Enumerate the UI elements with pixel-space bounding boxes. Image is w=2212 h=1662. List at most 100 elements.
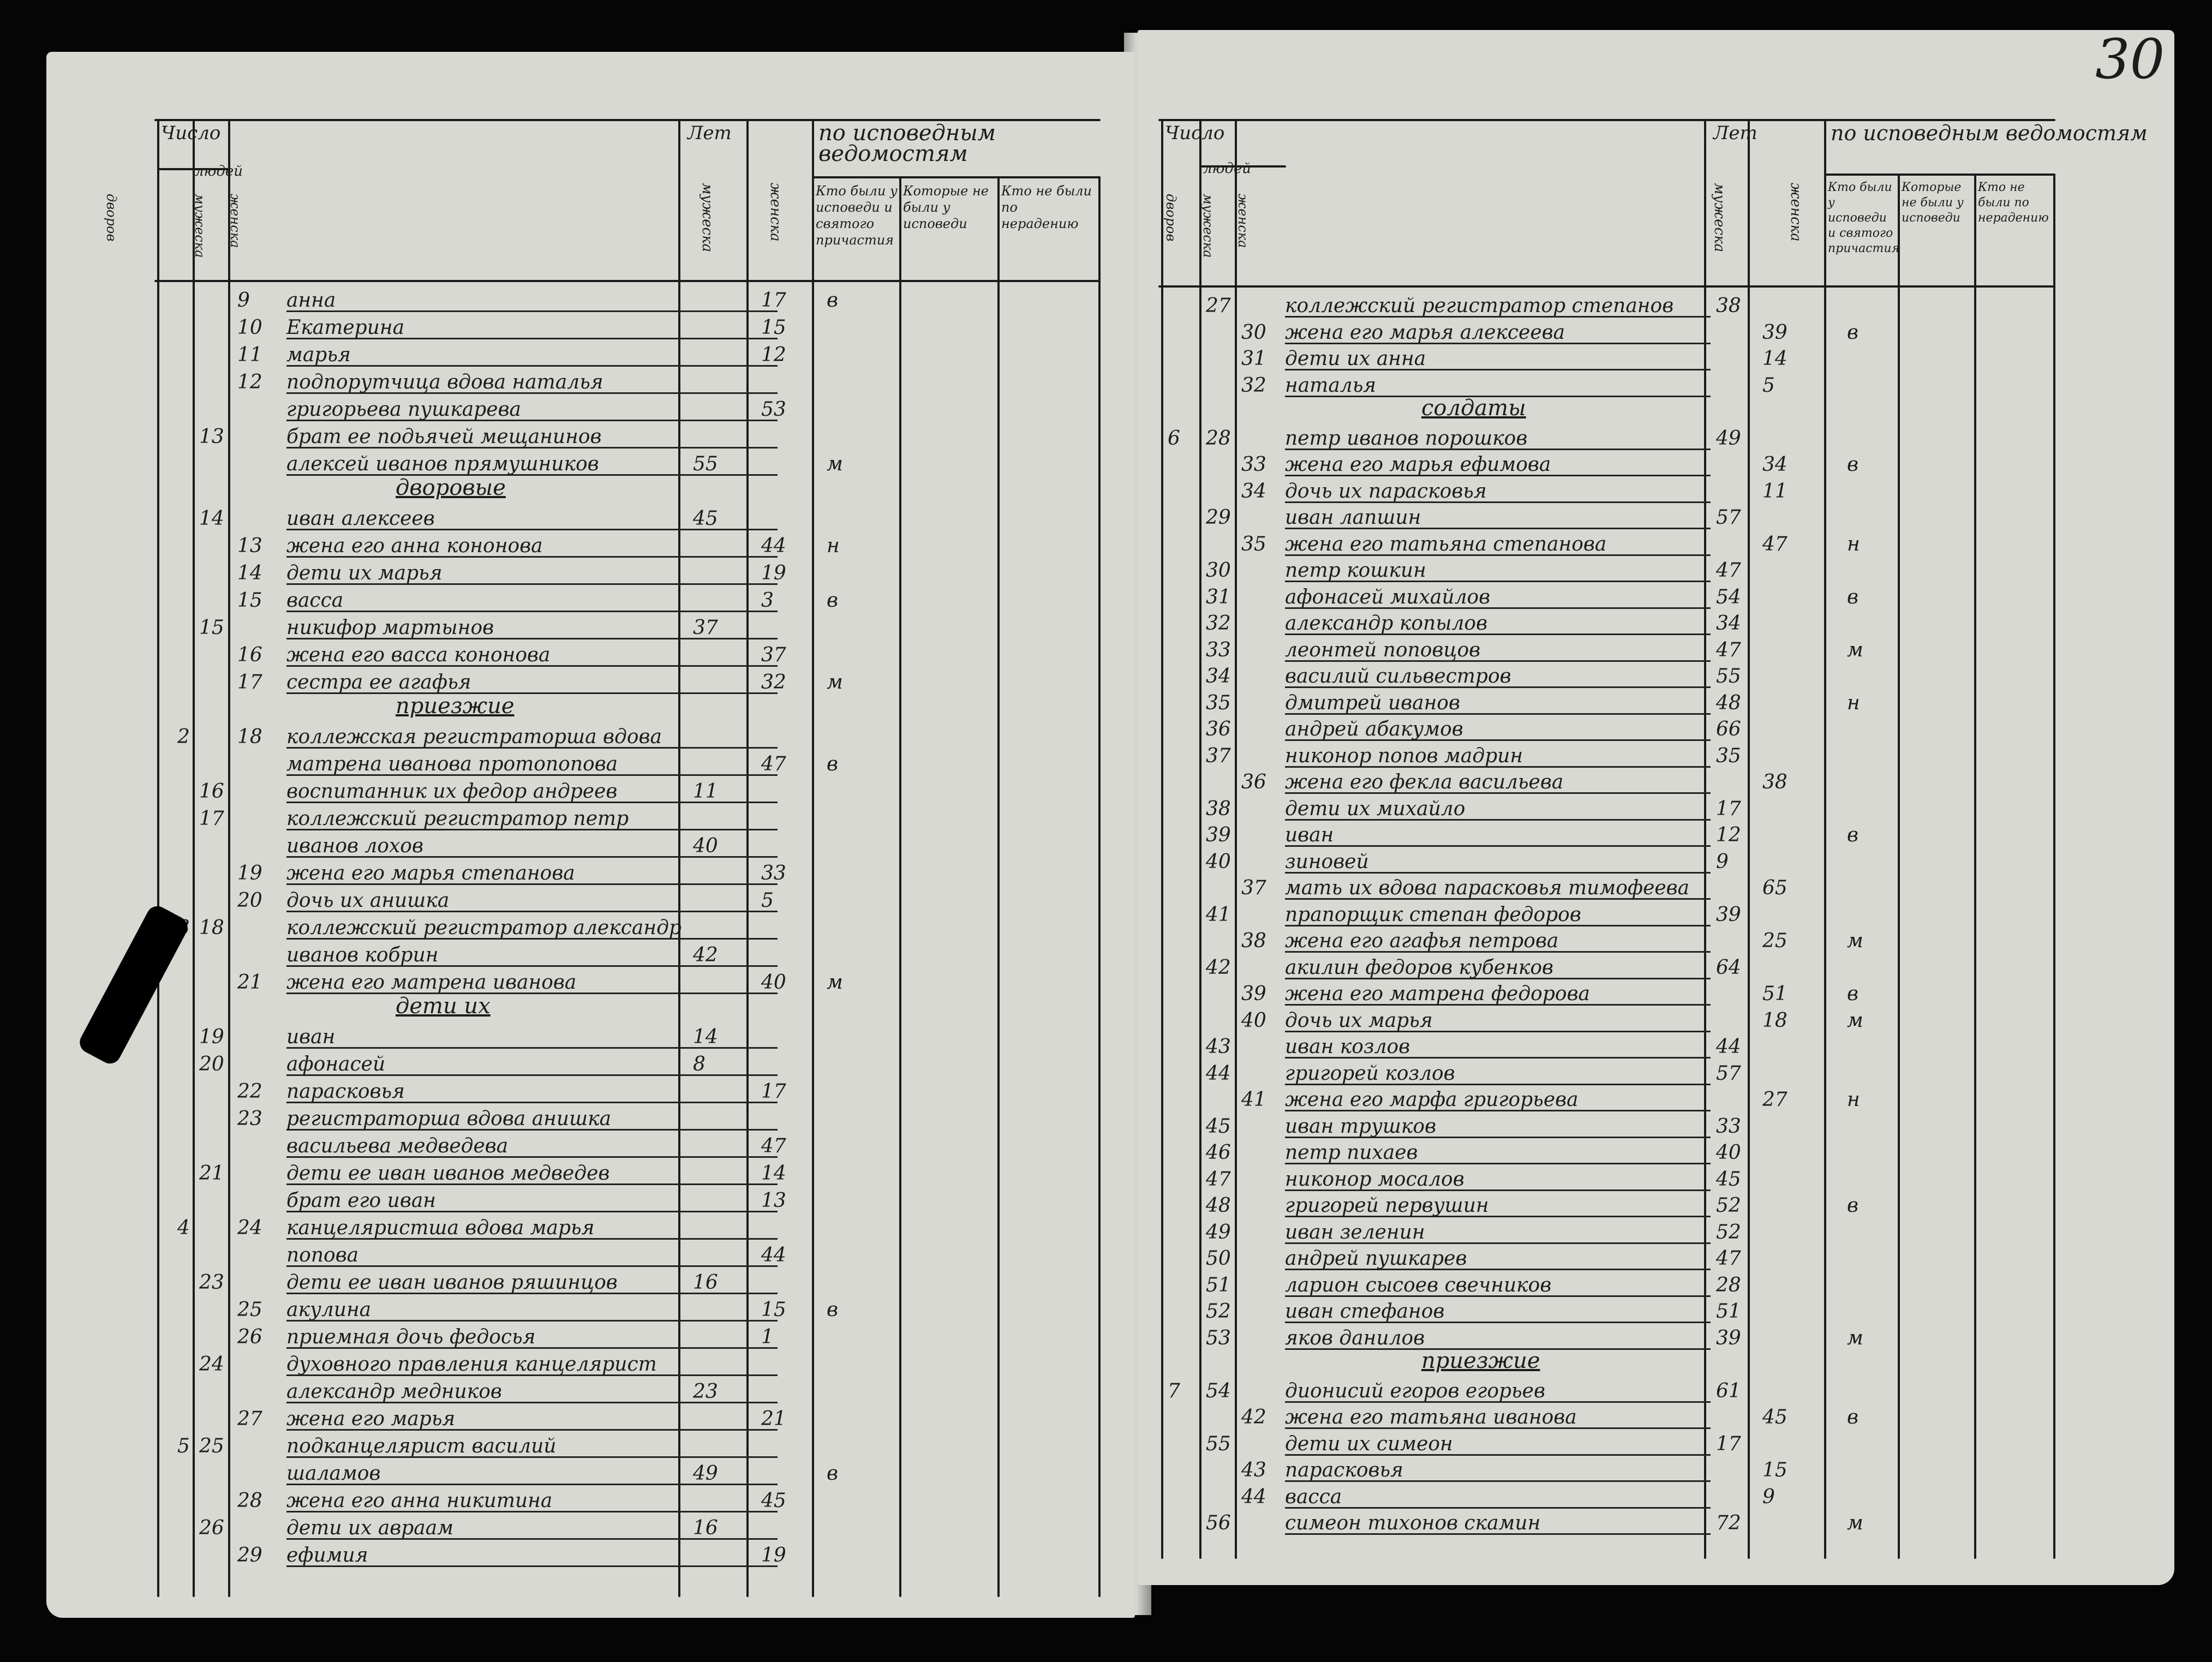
female-number: 42: [1241, 1406, 1266, 1428]
entry-underline: [1285, 845, 1711, 847]
entry-underline: [1285, 1242, 1711, 1244]
person-name: афонасей: [286, 1053, 386, 1075]
age-male: 35: [1716, 744, 1741, 767]
male-number: 32: [1206, 612, 1231, 635]
section-heading: дворовые: [396, 475, 506, 500]
person-name: ефимия: [286, 1544, 368, 1567]
entry-underline: [286, 1347, 778, 1349]
male-number: 48: [1206, 1194, 1231, 1217]
entry-underline: [1285, 713, 1711, 715]
person-name: петр кошкин: [1285, 559, 1426, 582]
person-name: жена его татьяна иванова: [1285, 1406, 1577, 1428]
entry-underline: [286, 747, 778, 749]
person-name: попова: [286, 1244, 359, 1266]
age-female: 53: [761, 398, 786, 421]
header-confession: по исповедным ведомостям: [1831, 121, 2148, 145]
age-female: 5: [761, 889, 774, 912]
female-number: 16: [237, 644, 262, 666]
entry-underline: [1285, 448, 1711, 450]
male-number: 34: [1206, 665, 1231, 687]
section-heading: приезжие: [1421, 1348, 1540, 1373]
age-male: 49: [693, 1462, 718, 1485]
age-female: 47: [761, 753, 786, 775]
confession-mark: м: [1847, 1009, 1863, 1032]
header-confession: по исповедным ведомостям: [818, 121, 996, 166]
person-name: дочь их анишка: [286, 889, 450, 912]
age-female: 47: [1762, 533, 1787, 555]
entry-underline: [1285, 554, 1711, 556]
entry-underline: [1285, 1480, 1711, 1482]
age-female: 3: [761, 589, 774, 612]
confession-mark: н: [1847, 691, 1860, 714]
age-male: 34: [1716, 612, 1741, 635]
person-name: жена его агафья петрова: [1285, 930, 1559, 952]
male-number: 53: [1206, 1326, 1231, 1349]
male-number: 33: [1206, 638, 1231, 661]
male-number: 55: [1206, 1432, 1231, 1455]
age-female: 21: [761, 1408, 786, 1430]
entry-underline: [286, 583, 778, 585]
entry-underline: [1285, 1348, 1711, 1350]
male-number: 37: [1206, 744, 1231, 767]
entry-underline: [286, 556, 778, 558]
person-name: сестра ее агафья: [286, 671, 471, 694]
header-not-prayed: Которые не были у исповеди: [903, 183, 989, 231]
entry-underline: [1285, 1533, 1711, 1535]
person-name: парасковья: [1285, 1459, 1403, 1481]
person-name: иван: [1285, 824, 1334, 846]
confession-mark: в: [827, 753, 838, 775]
female-number: 29: [237, 1544, 262, 1567]
person-name: иван: [286, 1026, 336, 1048]
age-female: 44: [761, 535, 786, 557]
male-number: 40: [1206, 850, 1231, 873]
left-page-grid: [154, 119, 1101, 1597]
entry-underline: [1285, 1189, 1711, 1191]
male-number: 43: [1206, 1036, 1231, 1058]
confession-mark: в: [1847, 321, 1858, 344]
entry-underline: [1285, 528, 1711, 529]
female-number: 14: [237, 562, 262, 584]
age-male: 47: [1716, 1247, 1741, 1270]
confession-mark: м: [1847, 638, 1863, 661]
age-male: 8: [693, 1053, 706, 1075]
male-number: 42: [1206, 956, 1231, 979]
entry-underline: [1285, 1295, 1711, 1297]
female-number: 41: [1241, 1089, 1266, 1111]
person-name: канцеляристша вдова марья: [286, 1217, 595, 1239]
person-name: коллежский регистратор петр: [286, 808, 629, 830]
header-number: Число: [1165, 122, 1225, 144]
header-no-reason: Кто не были по нерадению: [1978, 181, 2049, 225]
female-number: 9: [237, 289, 250, 312]
age-male: 49: [1716, 427, 1741, 450]
entry-underline: [1285, 1083, 1711, 1085]
male-number: 14: [199, 507, 224, 530]
header-age-female: женска: [767, 183, 784, 242]
female-number: 30: [1241, 321, 1266, 344]
confession-mark: м: [827, 671, 843, 694]
header-number: Число: [161, 122, 221, 144]
entry-underline: [1285, 1057, 1711, 1059]
entry-underline: [286, 1156, 778, 1158]
confession-mark: м: [827, 453, 843, 475]
age-male: 51: [1716, 1300, 1741, 1323]
age-male: 57: [1716, 1062, 1741, 1085]
person-name: григорей козлов: [1285, 1062, 1455, 1085]
right-page-grid: [1158, 119, 2055, 1559]
